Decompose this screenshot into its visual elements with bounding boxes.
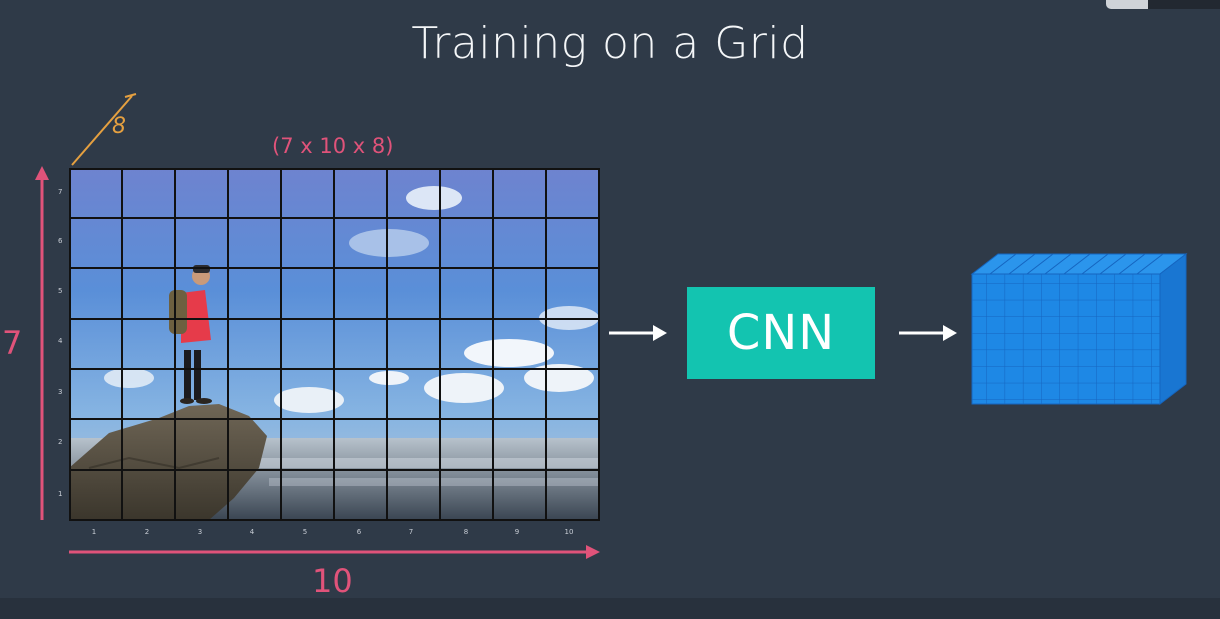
row-tick: 6 (58, 237, 63, 245)
width-arrow (69, 545, 600, 559)
row-tick: 4 (58, 337, 63, 345)
row-tick: 2 (58, 438, 63, 446)
depth-label: 8 (112, 114, 126, 139)
col-tick: 3 (197, 528, 203, 536)
col-tick: 10 (564, 528, 574, 536)
height-arrow (35, 166, 49, 520)
row-tick: 7 (58, 188, 63, 196)
col-tick: 4 (249, 528, 255, 536)
row-tick: 5 (58, 287, 63, 295)
col-tick: 6 (356, 528, 362, 536)
row-tick: 1 (58, 490, 63, 498)
arrow-right-icon (609, 325, 667, 341)
col-tick: 8 (463, 528, 469, 536)
bottom-strip (0, 598, 1220, 619)
grid-overlay (69, 168, 600, 521)
arrow-right-icon (899, 325, 957, 341)
output-cube-icon (970, 252, 1188, 406)
col-tick: 2 (144, 528, 150, 536)
depth-arrow (71, 93, 137, 166)
slide-title: Training on a Grid (411, 18, 809, 69)
col-tick: 1 (91, 528, 97, 536)
row-tick: 3 (58, 388, 63, 396)
col-tick: 7 (408, 528, 414, 536)
col-tick: 5 (302, 528, 308, 536)
window-control-bar (1106, 0, 1220, 9)
cnn-block: CNN (687, 287, 875, 379)
width-label: 10 (312, 562, 353, 600)
col-tick: 9 (514, 528, 520, 536)
tensor-dimensions-label: (7 x 10 x 8) (272, 134, 394, 158)
height-label: 7 (2, 324, 23, 362)
